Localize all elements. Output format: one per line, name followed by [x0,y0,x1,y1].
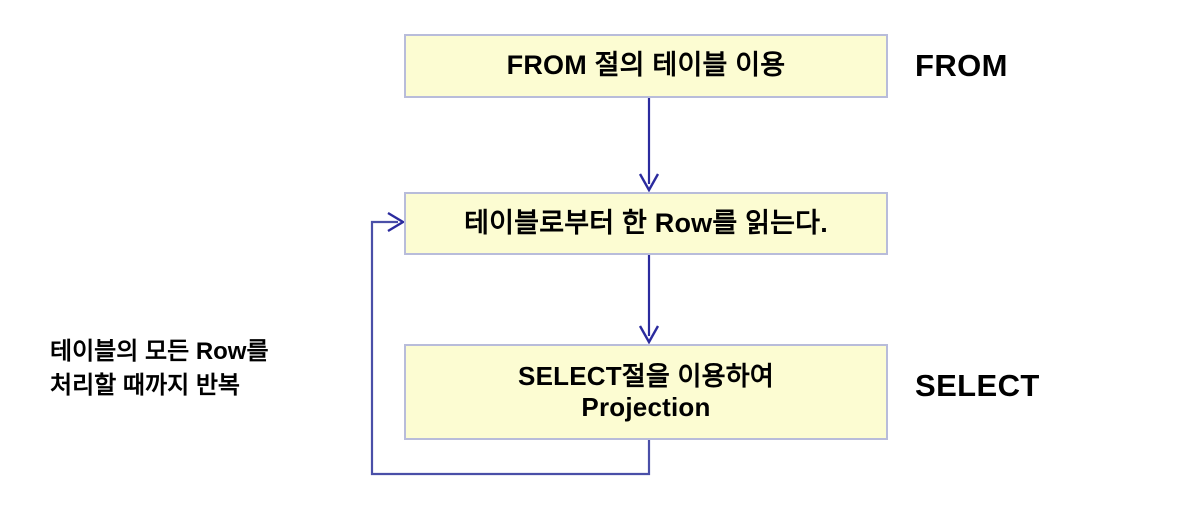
loop-annotation-line2: 처리할 때까지 반복 [50,372,240,400]
stage-label-select: SELECT [915,368,1040,403]
process-box-read-row-text: 테이블로부터 한 Row를 읽는다. [464,207,828,238]
process-box-from-text: FROM 절의 테이블 이용 [506,50,786,81]
process-box-read-row: 테이블로부터 한 Row를 읽는다. [404,192,888,255]
loop-annotation: 테이블의 모든 Row를 처리할 때까지 반복 [50,335,350,403]
process-box-select-projection: SELECT절을 이용하여 Projection [404,344,888,440]
process-box-select-line2: Projection [581,392,711,422]
process-box-select-line1: SELECT절을 이용하여 [518,361,774,392]
arrow-from-to-read [638,98,660,193]
loop-annotation-line1: 테이블의 모든 Row를 [50,338,269,365]
stage-label-from: FROM [915,48,1008,83]
process-box-from: FROM 절의 테이블 이용 [404,34,888,98]
arrow-read-to-select [638,255,660,345]
